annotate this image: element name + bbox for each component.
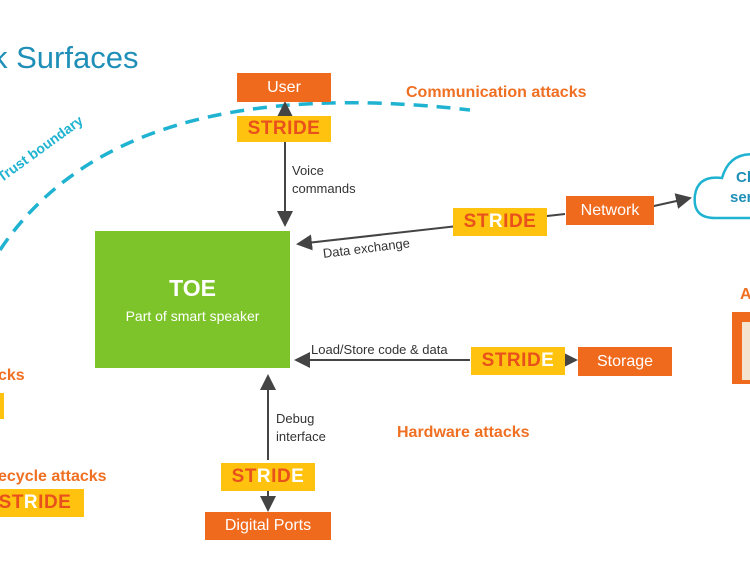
trust-boundary-line <box>0 101 471 251</box>
communication-attacks-label: Communication attacks <box>406 84 587 101</box>
voice-label-2: commands <box>292 181 356 196</box>
load-store-label: Load/Store code & data <box>311 342 448 357</box>
network-node: Network <box>566 196 654 225</box>
toe-box: TOE Part of smart speaker <box>95 231 290 368</box>
cloud-icon <box>693 153 750 220</box>
storage-node: Storage <box>578 347 672 376</box>
cloud-text-1: Cl <box>736 169 750 186</box>
left-partial-stride <box>0 393 4 419</box>
toe-title: TOE <box>169 275 216 301</box>
debug-label-2: interface <box>276 429 326 444</box>
voice-label-1: Voice <box>292 163 324 178</box>
user-node: User <box>237 73 331 102</box>
cloud-text-2: ser <box>730 189 750 206</box>
slide-title: k Surfaces <box>0 40 139 75</box>
voice-commands-label: Voice commands <box>292 162 356 198</box>
cloud-text: Cl ser <box>730 168 750 208</box>
hardware-attacks-label: Hardware attacks <box>397 424 530 441</box>
lifecycle-attacks-label: ecycle attacks <box>0 468 107 485</box>
debug-interface-label: Debug interface <box>276 410 326 446</box>
right-partial-label: A <box>740 286 750 303</box>
left-partial-attacks-label: cks <box>0 367 25 384</box>
toe-subtitle: Part of smart speaker <box>125 308 260 324</box>
digital-ports-node: Digital Ports <box>205 512 331 540</box>
debug-label-1: Debug <box>276 411 315 426</box>
